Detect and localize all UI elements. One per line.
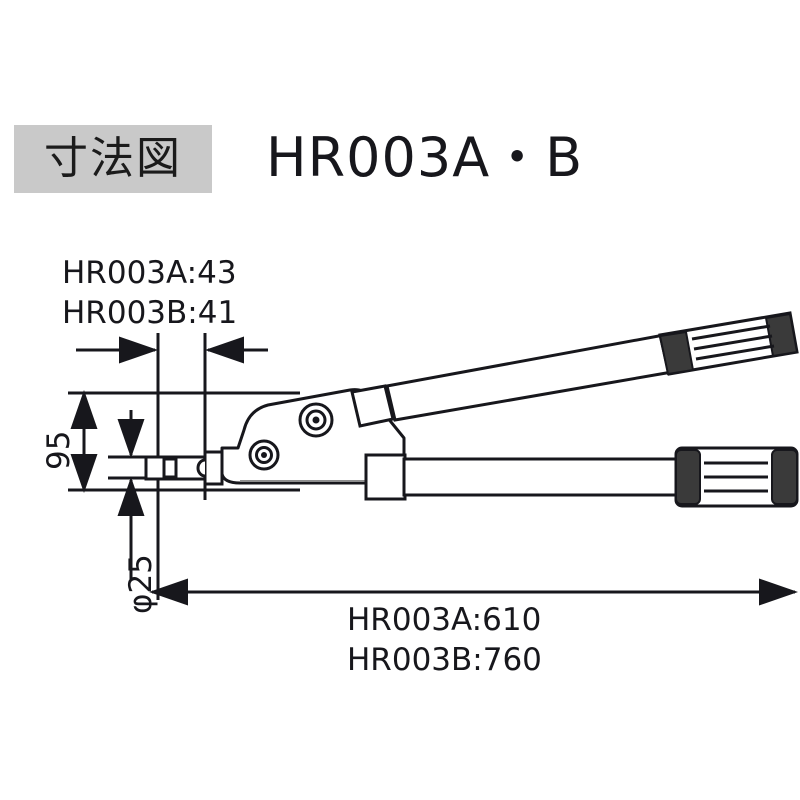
upper-grip [658,311,799,376]
section-badge: 寸法図 [14,125,212,193]
pivot-bolt-lower [248,439,280,471]
dimension-label-jaw-a: HR003A:43 [62,255,237,291]
lower-grip [674,446,799,508]
page-title: HR003A・B [266,126,584,189]
dimension-label-length-a: HR003A:610 [347,602,542,638]
section-badge-label: 寸法図 [44,133,182,184]
nose-piece [144,450,224,486]
dimension-label-jaw-b: HR003B:41 [62,295,238,331]
dimension-label-diameter: φ25 [123,554,159,614]
lower-handle [364,453,682,501]
dimension-label-length-b: HR003B:760 [347,642,542,678]
upper-handle [350,333,674,428]
pivot-bolt-upper [298,402,334,438]
dimension-label-height: 95 [41,430,77,470]
